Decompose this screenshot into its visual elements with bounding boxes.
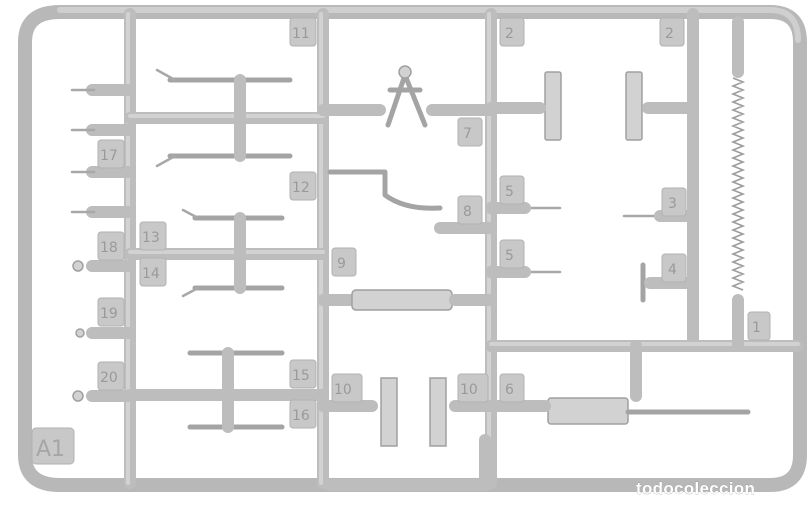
center-parts — [317, 65, 497, 447]
part-number-2-right: 2 — [665, 26, 674, 42]
sprue-code-tab: A1 — [31, 427, 75, 465]
part-number-15: 15 — [292, 368, 310, 384]
spring-part — [730, 16, 746, 351]
part-number-14: 14 — [142, 266, 160, 282]
part-number-10-left: 10 — [334, 382, 352, 398]
part-number-5-top: 5 — [505, 184, 514, 200]
part-number-10-right: 10 — [460, 382, 478, 398]
rod-parts — [155, 68, 293, 433]
part-number-1: 1 — [752, 320, 761, 336]
part-number-19: 19 — [100, 306, 118, 322]
part-number-tabs: 1 2 2 3 4 5 5 6 7 8 9 10 10 11 12 13 14 — [97, 17, 771, 429]
right-parts — [485, 71, 751, 425]
part-number-6: 6 — [505, 382, 514, 398]
part-number-18: 18 — [100, 240, 118, 256]
part-number-13: 13 — [142, 230, 160, 246]
left-column-parts — [70, 84, 136, 402]
part-number-11: 11 — [292, 26, 310, 42]
part-number-4: 4 — [668, 262, 677, 278]
part-number-16: 16 — [292, 408, 310, 424]
part-number-12: 12 — [292, 180, 310, 196]
part-number-20: 20 — [100, 370, 118, 386]
part-number-7: 7 — [463, 126, 472, 142]
sprue-code-label: A1 — [36, 437, 65, 462]
part-number-3: 3 — [668, 196, 677, 212]
part-number-9: 9 — [337, 256, 346, 272]
part-number-8: 8 — [463, 204, 472, 220]
part-number-5-bottom: 5 — [505, 248, 514, 264]
part-number-17: 17 — [100, 148, 118, 164]
part-number-2-left: 2 — [505, 26, 514, 42]
sprue-frame — [18, 5, 807, 492]
watermark-text: todocoleccion — [636, 479, 755, 498]
